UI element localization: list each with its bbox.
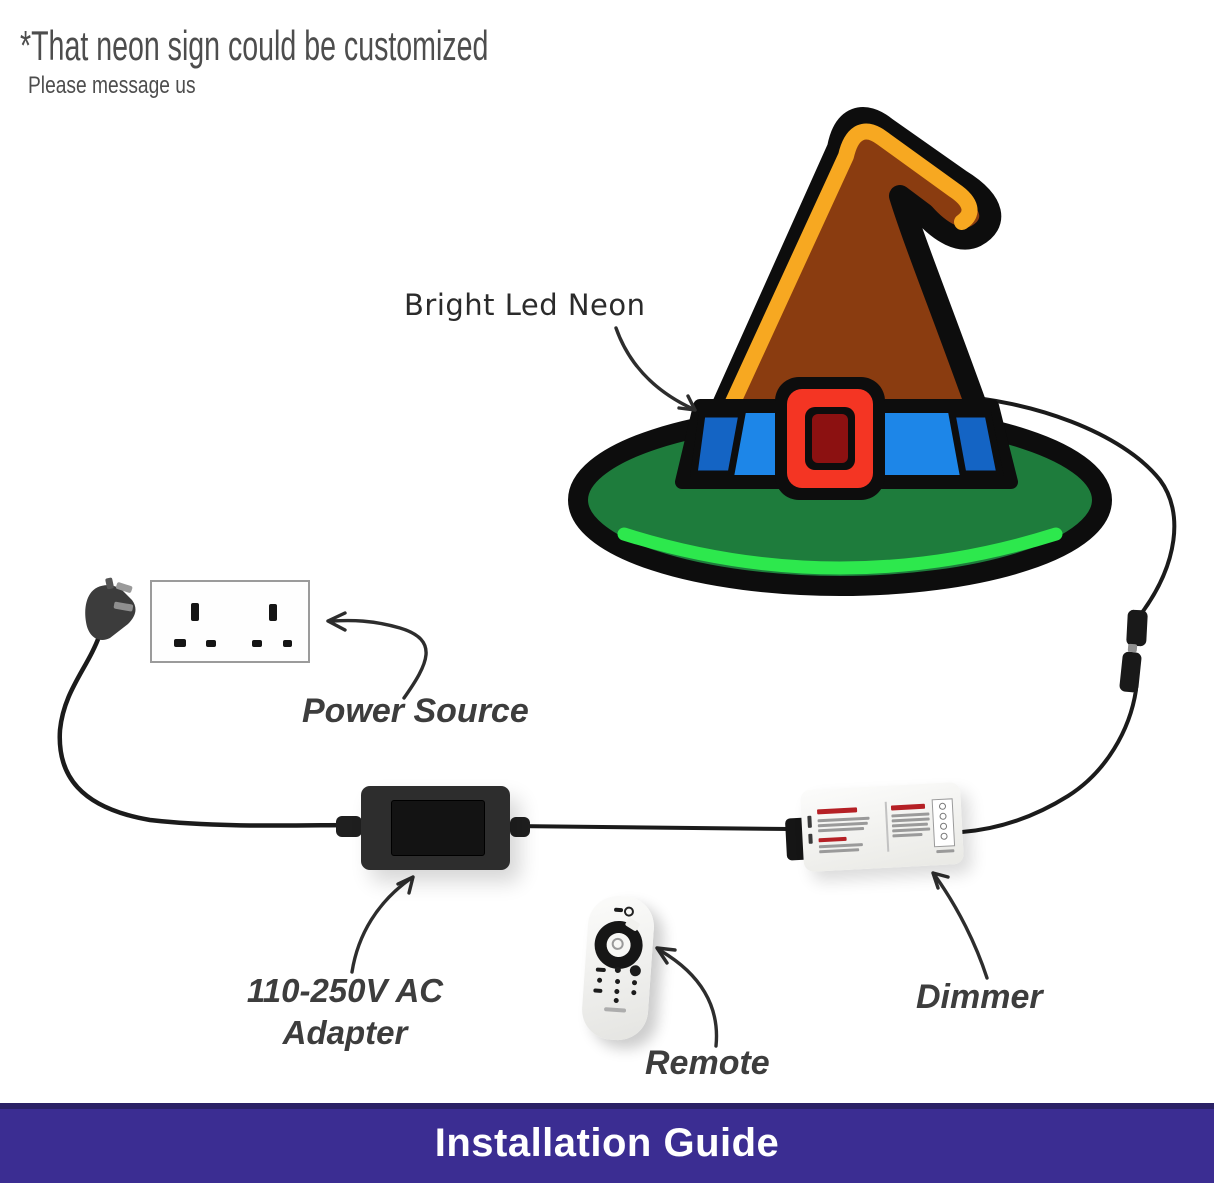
witch-hat-neon-sign-icon	[568, 107, 1112, 596]
socket-earth-slot-left	[191, 603, 199, 621]
remote-button	[614, 988, 620, 995]
connector-ring	[1127, 643, 1138, 653]
socket-neutral-slot-right	[283, 640, 292, 647]
adapter-label-line2: Adapter	[282, 1014, 408, 1051]
remote-button	[631, 989, 637, 996]
dimmer-unit-icon	[799, 781, 965, 873]
remote-button	[614, 978, 621, 985]
dimmer-label-divider	[884, 801, 889, 852]
socket-earth-slot-right	[269, 604, 277, 621]
remote-arrowhead	[655, 946, 677, 965]
barrel-connector-upper	[1126, 609, 1148, 647]
dimmer-label-title	[816, 807, 858, 815]
banner-title: Installation Guide	[434, 1120, 780, 1165]
remote-button	[593, 988, 603, 993]
power-source-label: Power Source	[302, 692, 529, 730]
dimmer-label-model	[890, 803, 926, 810]
dimmer-label: Dimmer	[916, 978, 1043, 1016]
wires	[57, 394, 1177, 861]
dimmer-label-subtitle	[818, 836, 847, 843]
neon-arrow	[614, 326, 695, 411]
hat-to-connector-wire	[950, 394, 1177, 616]
remote-button	[629, 964, 642, 977]
adapter-to-dimmer-wire	[510, 824, 792, 831]
hat-cone	[689, 107, 1005, 467]
adapter-left-nub	[336, 816, 362, 837]
remote-minus-mark	[613, 907, 624, 912]
remote-button	[613, 997, 619, 1004]
callout-arrows	[326, 326, 989, 1048]
dimmer-to-connector-wire	[960, 688, 1138, 834]
socket-live-slot-left	[174, 639, 186, 647]
remote-button	[614, 966, 622, 974]
socket-live-slot-right	[252, 640, 262, 647]
plug-earth-pin	[105, 577, 114, 590]
remote-button	[595, 967, 606, 972]
ac-adapter-icon	[361, 786, 510, 870]
dimmer-barcode-mark	[808, 833, 813, 844]
hat-buckle-center	[812, 414, 848, 463]
dimmer-barcode-mark	[807, 815, 812, 828]
barrel-connector-lower	[1119, 651, 1142, 693]
installation-guide-banner: Installation Guide	[0, 1103, 1214, 1183]
plug-pin-top	[115, 582, 133, 593]
neon-arrowhead	[677, 394, 697, 412]
hat-band-right-patch	[947, 410, 1005, 478]
neon-callout-label: Bright Led Neon	[404, 288, 646, 322]
adapter-label: 110-250V AC Adapter	[238, 970, 452, 1054]
wall-socket-icon	[150, 580, 310, 663]
remote-brand-logo	[603, 1007, 627, 1013]
uk-plug-icon	[85, 577, 136, 641]
remote-touch-wheel	[592, 917, 645, 971]
hat-band-left-patch	[690, 410, 747, 478]
dimmer-arrow	[934, 875, 989, 980]
adapter-arrow	[350, 877, 412, 974]
remote-power-button	[623, 906, 635, 917]
remote-wheel-inner-ring	[611, 937, 625, 951]
remote-control-icon	[580, 893, 656, 1043]
adapter-right-nub	[510, 817, 530, 837]
page-subtitle: Please message us	[28, 72, 196, 99]
plug-pin-bottom	[113, 601, 134, 612]
dimmer-terminal-diagram	[931, 798, 956, 848]
plug-body	[85, 585, 136, 641]
plug-cord-wire	[57, 631, 364, 828]
power-source-arrowhead	[326, 611, 347, 632]
remote-button	[631, 980, 638, 986]
socket-neutral-slot-left	[206, 640, 216, 647]
remote-arrow	[659, 949, 719, 1048]
hat-cone-orange-trim	[702, 123, 978, 460]
hat-brim-neon-stripe	[617, 527, 1063, 575]
adapter-label-line1: 110-250V AC	[246, 972, 444, 1009]
remote-button	[596, 977, 603, 983]
dimmer-arrowhead	[931, 871, 950, 890]
adapter-arrowhead	[396, 875, 415, 895]
remote-wheel-center-button	[605, 932, 632, 958]
adapter-label-panel	[391, 800, 485, 856]
remote-wheel-notch	[624, 917, 641, 932]
remote-label: Remote	[645, 1044, 770, 1082]
page-title: *That neon sign could be customized	[20, 22, 489, 69]
power-source-arrow	[330, 618, 428, 700]
